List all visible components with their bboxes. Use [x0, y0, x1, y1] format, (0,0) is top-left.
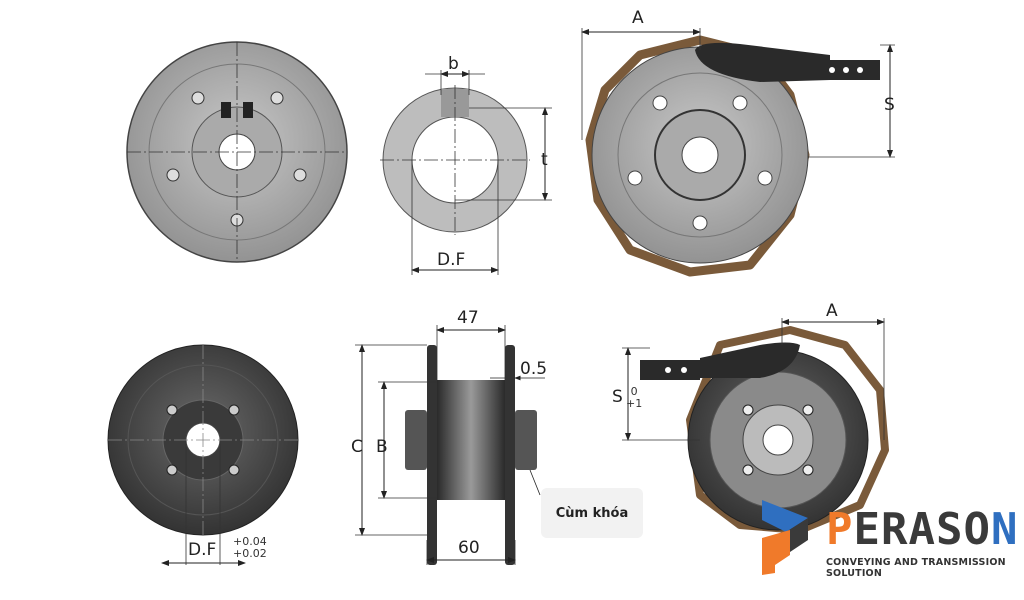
pulley-front-view	[126, 41, 348, 263]
dim-b-label: b	[448, 54, 459, 74]
dim-c-label: C	[351, 437, 363, 457]
tolerance-lower: +0.02	[233, 547, 267, 560]
pulley-side-view	[355, 325, 545, 565]
tolerance-upper: +0.04	[233, 535, 267, 548]
pulley-small-front-view	[107, 344, 299, 566]
perason-logo-mark	[762, 500, 808, 575]
logo-tagline: CONVEYING AND TRANSMISSION SOLUTION	[826, 557, 1006, 579]
lock-collar-callout: Cùm khóa	[541, 488, 643, 538]
perason-logo-text: PERASON	[826, 504, 1019, 555]
s-tolerance-lower: +1	[626, 397, 643, 410]
dim-47-label: 47	[457, 308, 479, 328]
s-tolerance-upper: 0	[630, 385, 638, 398]
chain-tensioner-bottom-view	[622, 318, 889, 534]
dim-60-label: 60	[458, 538, 480, 558]
dim-df-small-label: D.F	[188, 540, 217, 560]
df-tolerance: +0.04 +0.02	[233, 536, 267, 560]
dim-s-bottom-label: S	[612, 387, 623, 407]
dim-b-side-label: B	[376, 437, 388, 457]
dim-a-bottom-label: A	[826, 301, 838, 321]
dim-df-label: D.F	[437, 250, 466, 270]
dim-05-label: 0.5	[520, 359, 548, 379]
dim-t-label: t	[541, 150, 548, 170]
chain-tensioner-top-view	[581, 28, 895, 277]
dim-s-top-label: S	[884, 95, 895, 115]
s-tolerance: 0 +1	[626, 386, 642, 410]
dim-a-top-label: A	[632, 8, 644, 28]
hub-detail-view	[380, 70, 552, 275]
